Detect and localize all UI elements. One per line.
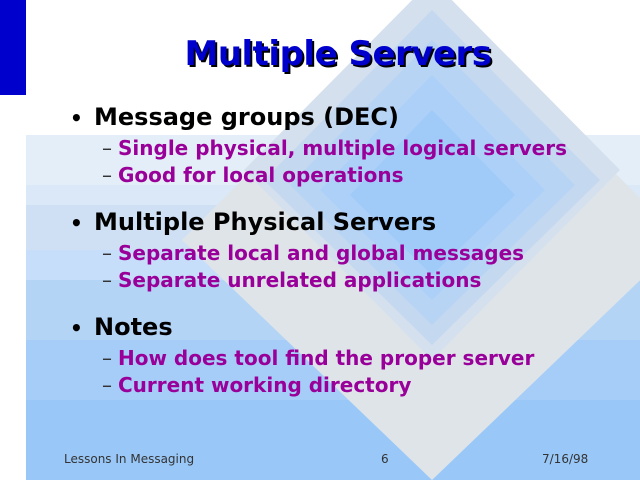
bullet-icon: • [70,316,83,340]
footer-date: 7/16/98 [542,452,589,466]
bullet-group: •Multiple Physical Servers –Separate loc… [70,205,630,294]
bullet-group: •Message groups (DEC) –Single physical, … [70,100,630,189]
sub-item: –Good for local operations [102,163,404,187]
sub-item: –Current working directory [102,373,412,397]
bullet-item: •Message groups (DEC) [70,100,630,135]
bullet-icon: • [70,211,83,235]
sub-item: –Separate local and global messages [102,241,525,265]
bullet-icon: • [70,106,83,130]
background-diamonds [182,0,640,480]
sub-item: –Single physical, multiple logical serve… [102,136,568,160]
dash-icon: – [102,241,112,265]
dash-icon: – [102,346,112,370]
footer-page-number: 6 [381,452,389,466]
bullet-item: •Notes [70,310,630,345]
dash-icon: – [102,373,112,397]
bullet-group: •Notes –How does tool find the proper se… [70,310,630,399]
footer-title: Lessons In Messaging [64,452,195,466]
slide-title: Multiple Servers [184,34,492,74]
accent-bar [0,0,26,95]
dash-icon: – [102,268,112,292]
slide-content: •Message groups (DEC) –Single physical, … [70,100,630,415]
bullet-item: •Multiple Physical Servers [70,205,630,240]
sub-item: –How does tool find the proper server [102,346,535,370]
sub-item: –Separate unrelated applications [102,268,482,292]
dash-icon: – [102,136,112,160]
dash-icon: – [102,163,112,187]
